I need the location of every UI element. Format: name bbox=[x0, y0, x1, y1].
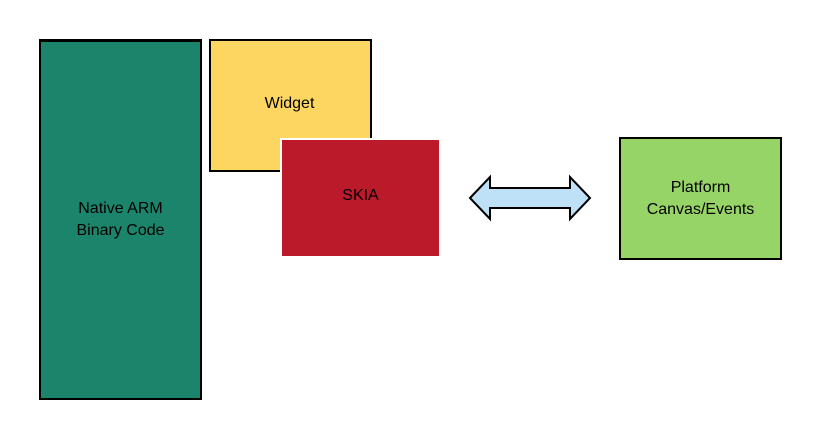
skia-label: SKIA bbox=[342, 187, 379, 204]
bidirectional-arrow bbox=[468, 174, 592, 222]
platform-canvas-events-label: Platform Canvas/Events bbox=[646, 178, 755, 218]
native-arm-binary-code-label: Native ARM Binary Code bbox=[76, 200, 165, 239]
widget-label: Widget bbox=[264, 95, 315, 112]
native-arm-binary-code-box: Native ARM Binary Code bbox=[39, 39, 202, 400]
bidirectional-arrow-shape bbox=[468, 174, 592, 222]
skia-box: SKIA bbox=[280, 138, 441, 258]
platform-canvas-events-box: Platform Canvas/Events bbox=[619, 137, 782, 260]
